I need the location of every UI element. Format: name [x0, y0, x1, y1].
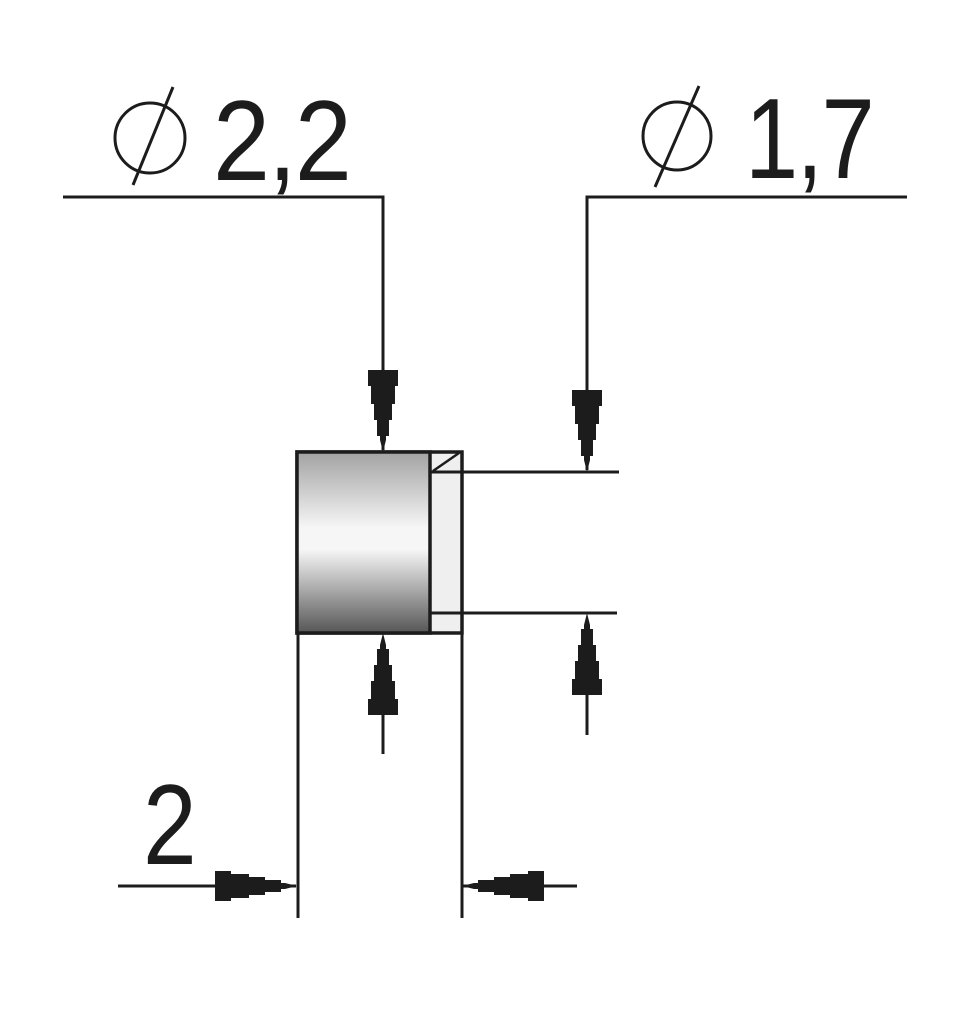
dimension-label-outer-diameter: 2,2: [113, 78, 352, 205]
diameter-icon: [641, 85, 713, 188]
arrow-up-icon: [368, 633, 398, 715]
extension-lines: [296, 470, 619, 918]
part-view: [295, 450, 464, 635]
leader-line-outer-diameter: [63, 195, 385, 450]
arrow-left-icon: [462, 871, 544, 901]
arrow-down-icon: [572, 390, 602, 472]
part-boss-small-diameter: [428, 470, 464, 615]
outer-diameter-value: 2,2: [213, 78, 350, 205]
dimension-arrows: [118, 370, 602, 901]
boss-diameter-value: 1,7: [745, 76, 873, 203]
dimension-label-length: 2: [143, 762, 197, 889]
diameter-icon: [113, 86, 187, 186]
dimension-label-boss-diameter: 1,7: [641, 76, 875, 203]
part-body-large-diameter: [295, 450, 432, 635]
leader-line-boss-diameter: [585, 195, 907, 470]
arrow-down-icon: [368, 370, 398, 452]
length-value: 2: [143, 762, 195, 889]
arrow-up-icon: [572, 613, 602, 695]
chamfer-edge: [432, 451, 460, 473]
arrow-right-icon: [215, 871, 297, 901]
